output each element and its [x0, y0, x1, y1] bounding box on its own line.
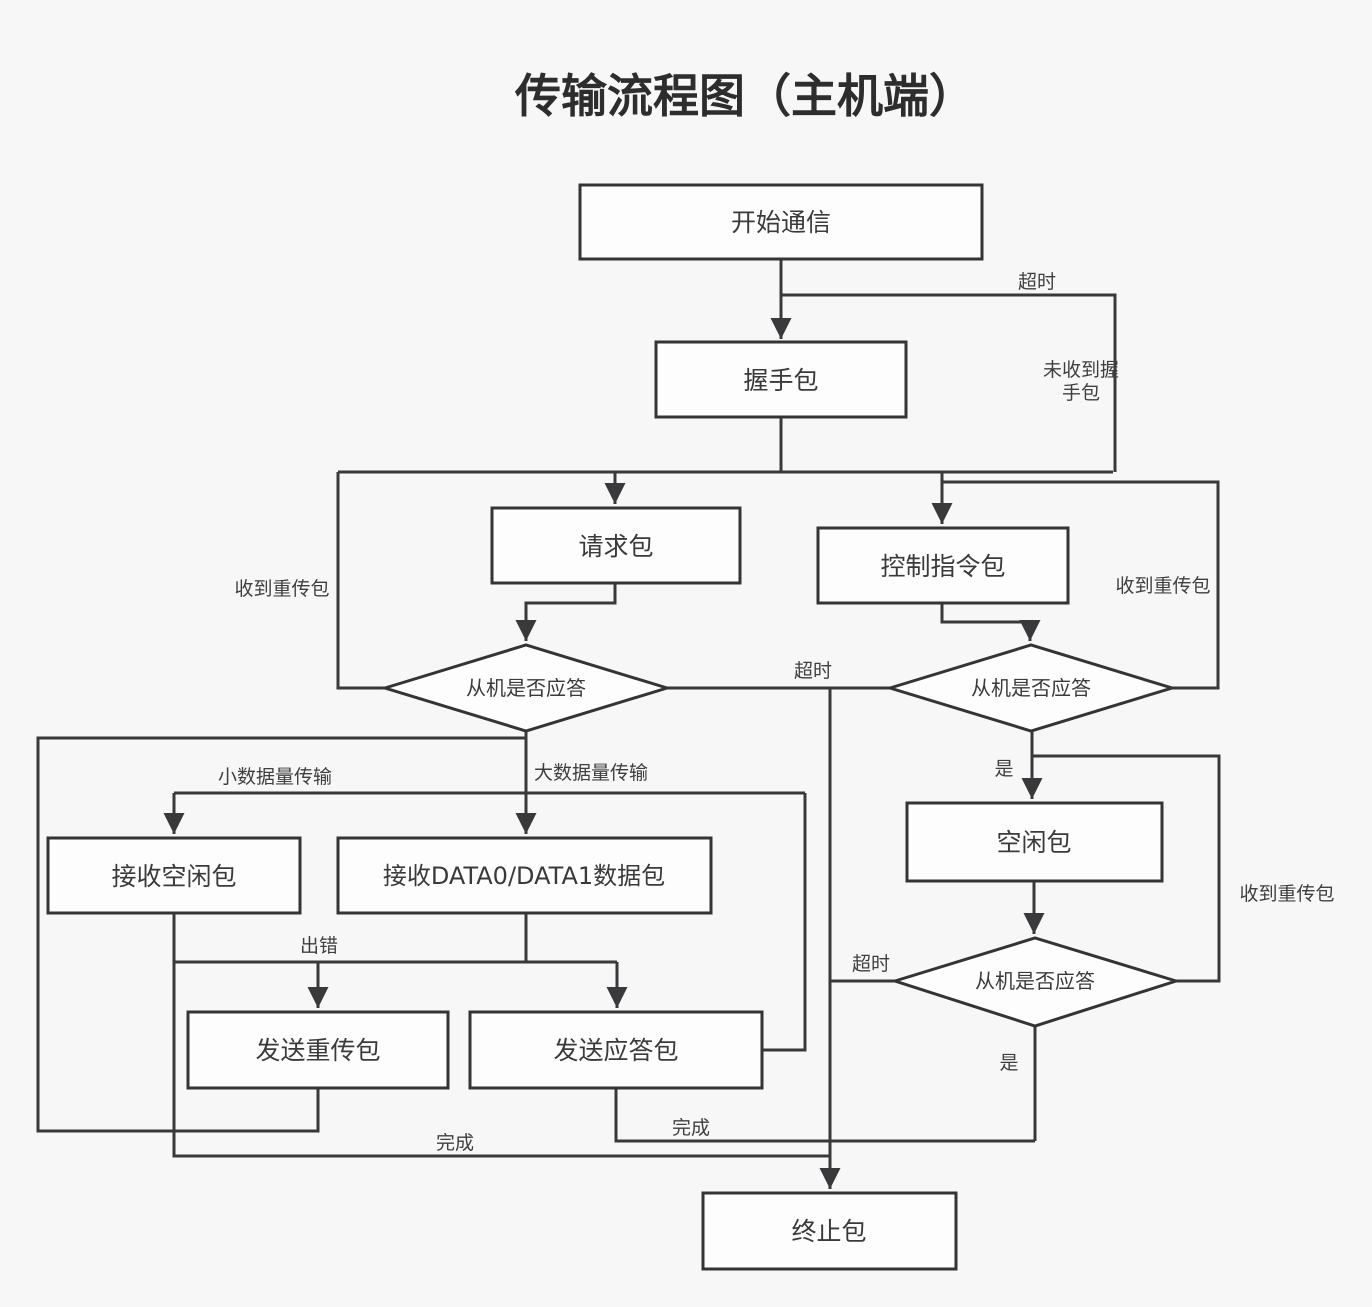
- label-done-ack: 完成: [672, 1117, 710, 1139]
- node-recvdata-label: 接收DATA0/DATA1数据包: [383, 862, 665, 890]
- edge-sendretrans-return-loop: [36, 736, 526, 1133]
- label-yes-d2: 是: [994, 758, 1013, 780]
- node-send-retransmit-packet: 发送重传包: [186, 1010, 450, 1090]
- label-no-handshake-line1: 未收到握: [1043, 359, 1119, 381]
- decision-slave-respond-left: 从机是否应答: [379, 643, 673, 733]
- node-sendack-label: 发送应答包: [553, 1036, 678, 1065]
- label-error: 出错: [300, 935, 338, 957]
- node-terminate-packet: 终止包: [701, 1191, 958, 1271]
- label-timeout-d3: 超时: [852, 953, 890, 975]
- node-control-label: 控制指令包: [880, 552, 1005, 581]
- edge-recvidle-done-line: [172, 913, 830, 1158]
- decision-slave-respond-bottom: 从机是否应答: [889, 936, 1182, 1028]
- label-retrans-right-lower: 收到重传包: [1239, 883, 1334, 905]
- label-small-data: 小数据量传输: [218, 766, 332, 788]
- label-retrans-right-upper: 收到重传包: [1115, 575, 1210, 597]
- edge-sendack-return-loop: [762, 793, 807, 1052]
- node-start-communication: 开始通信: [578, 183, 984, 261]
- label-timeout-mid: 超时: [794, 660, 832, 682]
- edge-sendack-done-line: [614, 1088, 1035, 1143]
- label-large-data: 大数据量传输: [534, 762, 648, 784]
- node-terminate-label: 终止包: [791, 1217, 866, 1246]
- node-recvidle-label: 接收空闲包: [111, 862, 236, 891]
- node-idle-packet: 空闲包: [905, 801, 1164, 883]
- node-send-ack-packet: 发送应答包: [468, 1010, 764, 1090]
- page-title: 传输流程图（主机端）: [514, 69, 975, 123]
- node-control-command-packet: 控制指令包: [816, 526, 1070, 605]
- node-receive-data-packet: 接收DATA0/DATA1数据包: [336, 836, 713, 915]
- edge-handshake-timeout-loop: [781, 293, 1117, 472]
- node-idle-label: 空闲包: [996, 828, 1071, 857]
- decision-slave-respond-right: 从机是否应答: [884, 643, 1178, 733]
- edge-d1-retrans-loop: [336, 472, 385, 690]
- label-retrans-left: 收到重传包: [234, 578, 329, 600]
- edge-labels: 传输流程图（主机端） 超时 未收到握 手包 收到重传包 收到重传包 收到重传包 …: [218, 69, 1335, 1154]
- node-request-label: 请求包: [578, 532, 653, 561]
- decision-left-label: 从机是否应答: [466, 676, 586, 700]
- decision-bottom-label: 从机是否应答: [975, 969, 1095, 993]
- edge-control-to-d2: [940, 603, 1041, 641]
- edge-d2-retrans-loop: [942, 480, 1220, 690]
- node-handshake-label: 握手包: [743, 366, 818, 395]
- node-sendretrans-label: 发送重传包: [255, 1036, 380, 1065]
- edge-d3-retrans-loop: [1032, 754, 1221, 983]
- label-timeout-top: 超时: [1018, 271, 1056, 293]
- decision-right-label: 从机是否应答: [971, 676, 1091, 700]
- nodes: 开始通信 握手包 请求包 控制指令包 从机是否应答 从机是否应答 接收空闲包: [46, 183, 1182, 1271]
- label-done-left: 完成: [436, 1132, 474, 1154]
- node-handshake-packet: 握手包: [654, 340, 908, 419]
- label-yes-d3: 是: [999, 1052, 1018, 1074]
- edge-request-to-d1: [515, 583, 617, 641]
- node-receive-idle-packet: 接收空闲包: [46, 836, 302, 915]
- node-request-packet: 请求包: [490, 506, 742, 585]
- node-start-label: 开始通信: [731, 208, 831, 237]
- edges: [36, 259, 1221, 1189]
- label-no-handshake-line2: 手包: [1062, 382, 1100, 404]
